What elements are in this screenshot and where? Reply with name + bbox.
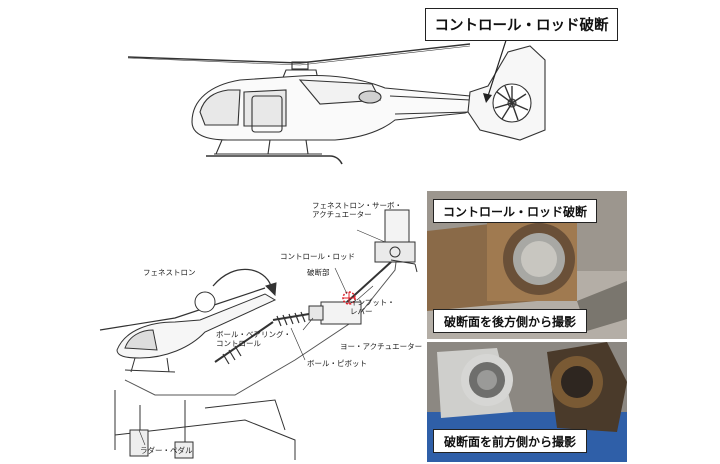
control-system-diagram [99, 209, 418, 460]
fracture-marker [342, 291, 356, 305]
label-fracture: 破断部 [307, 268, 330, 277]
photo1-title: コントロール・ロッド破断 [433, 199, 597, 223]
label-servo-actuator: フェネストロン・サーボ・ アクチュエーター [312, 201, 402, 219]
photo2-caption: 破断面を前方側から撮影 [433, 429, 587, 453]
photo1-caption: 破断面を後方側から撮影 [433, 309, 587, 333]
label-input-lever: インプット・ レバー [350, 298, 395, 316]
label-ball-bearing-control: ボール・ベアリング・ コントロール [216, 330, 291, 348]
helicopter-side-view [127, 27, 546, 165]
small-helicopter-icon [99, 287, 277, 373]
top-callout-label: コントロール・ロッド破断 [425, 8, 618, 41]
label-fenestron: フェネストロン [143, 268, 196, 277]
label-control-rod: コントロール・ロッド [280, 252, 355, 261]
photo-fracture-rear: コントロール・ロッド破断 破断面を後方側から撮影 [427, 191, 627, 339]
label-yaw-actuator: ヨー・アクチュエーター [340, 342, 423, 351]
label-ball-pivot: ボール・ピボット [307, 359, 367, 368]
label-rudder-pedal: ラダー・ペダル [140, 446, 193, 455]
photo-fracture-front: 破断面を前方側から撮影 [427, 342, 627, 462]
